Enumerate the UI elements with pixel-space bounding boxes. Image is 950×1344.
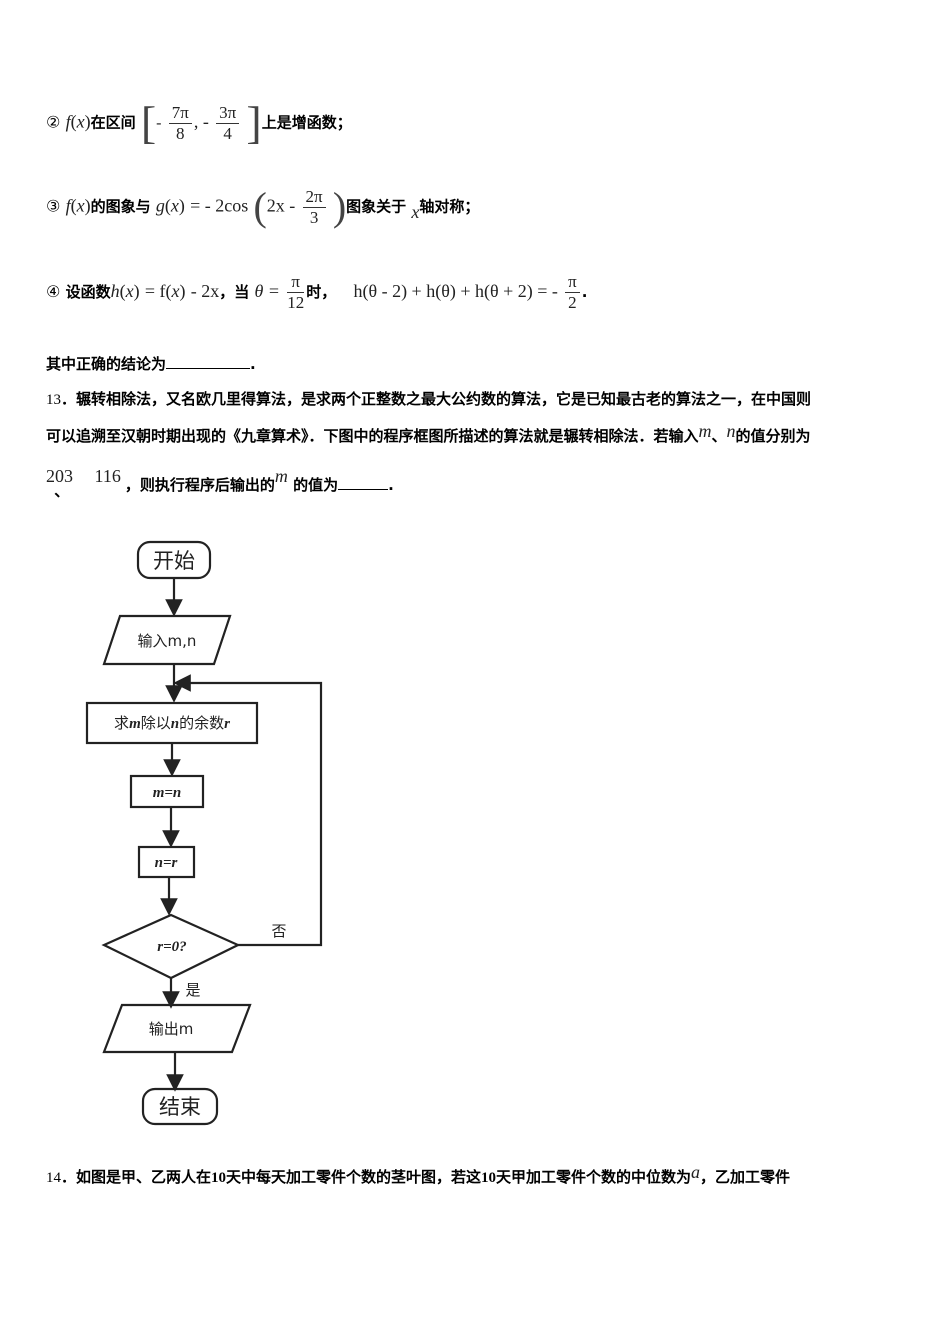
variable: x xyxy=(76,111,85,132)
expression: θ = xyxy=(254,281,280,301)
text: 其中正确的结论为 xyxy=(46,355,167,373)
statement-marker: ② xyxy=(46,112,61,132)
text: . xyxy=(250,355,256,373)
text: 可以追溯至汉朝时期出现的《九章算术》．下图中的程序框图所描述的算法就是辗转相除法… xyxy=(46,427,699,445)
conclusion-line: 其中正确的结论为. xyxy=(46,353,256,374)
text: . xyxy=(388,476,394,494)
function-name: g xyxy=(155,195,165,216)
text: 天中每天加工零件个数的茎叶图，若这 xyxy=(226,1168,482,1186)
text: ，当 xyxy=(219,283,250,301)
left-paren: ( xyxy=(253,184,267,229)
number: 10 xyxy=(481,1170,497,1186)
input-parallelogram xyxy=(102,614,232,666)
text: 轴对称； xyxy=(419,197,480,216)
question-number: 13 xyxy=(46,392,61,408)
value-116: 116 xyxy=(94,466,121,486)
expression: - 2x xyxy=(190,281,220,301)
text: 的值为 xyxy=(293,476,339,494)
right-paren: ) xyxy=(332,184,347,229)
start-label: 开始 xyxy=(153,549,195,573)
end-terminal xyxy=(141,1087,219,1126)
statement-marker: ④ xyxy=(46,282,61,301)
answer-blank xyxy=(166,366,251,369)
text: ，则执行程序后输出的 xyxy=(124,476,275,494)
compute-label: 求m除以n的余数r xyxy=(114,714,230,732)
end-label: 结束 xyxy=(159,1095,201,1119)
text: 、 xyxy=(711,427,727,445)
left-bracket: [ xyxy=(140,97,157,148)
q13-line2: 可以追溯至汉朝时期出现的《九章算术》．下图中的程序框图所描述的算法就是辗转相除法… xyxy=(46,421,811,446)
value-203: 203 xyxy=(46,466,73,486)
axis-variable: x xyxy=(411,201,420,222)
expression: = f xyxy=(144,281,166,301)
expression: h(θ - 2) + h(θ) + h(θ + 2) = - xyxy=(353,281,558,301)
text: . xyxy=(581,283,588,301)
assign-m-label: m=n xyxy=(153,785,182,801)
text: 设函数 xyxy=(65,283,111,301)
right-bracket: ] xyxy=(246,97,262,148)
expression: 2x - xyxy=(266,195,296,216)
variable-a: a xyxy=(691,1162,701,1182)
assign-n-label: n=r xyxy=(155,855,178,871)
q13-line1: 13．辗转相除法，又名欧几里得算法，是求两个正整数之最大公约数的算法，它是已知最… xyxy=(46,388,811,409)
variable-m: m xyxy=(274,466,288,486)
text: 天甲加工零件个数的中位数为 xyxy=(496,1168,692,1186)
input-label: 输入m,n xyxy=(138,632,197,650)
text: 、 xyxy=(54,482,70,500)
answer-blank xyxy=(338,487,389,490)
q13-line3: 203 、 116，则执行程序后输出的m 的值为. xyxy=(46,466,394,500)
function-name: h xyxy=(110,281,120,301)
number: 10 xyxy=(211,1170,227,1186)
yes-label: 是 xyxy=(185,981,200,999)
text: 图象关于 xyxy=(346,197,407,216)
text: 的值分别为 xyxy=(735,427,811,445)
text: 上是增函数； xyxy=(261,113,352,132)
function-name: f xyxy=(65,195,71,216)
variable-n: n xyxy=(726,421,736,441)
output-parallelogram xyxy=(102,1003,252,1054)
text: 在区间 xyxy=(90,113,136,132)
variable-m: m xyxy=(698,421,712,441)
q14-line1: 14．如图是甲、乙两人在10天中每天加工零件个数的茎叶图，若这10天甲加工零件个… xyxy=(46,1162,791,1187)
expression: = - 2cos xyxy=(190,195,249,216)
text: ，乙加工零件 xyxy=(700,1168,791,1186)
assign-n-box xyxy=(137,845,196,879)
variable: x xyxy=(76,195,85,216)
text: ．如图是甲、乙两人在 xyxy=(61,1168,212,1186)
no-label: 否 xyxy=(271,922,286,940)
text: ．辗转相除法，又名欧几里得算法，是求两个正整数之最大公约数的算法，它是已知最古老… xyxy=(61,390,812,408)
output-label: 输出m xyxy=(149,1020,194,1038)
assign-m-box xyxy=(129,774,205,809)
question-number: 14 xyxy=(46,1170,61,1186)
text: 的图象与 xyxy=(90,197,151,216)
loop-back-line xyxy=(173,674,323,947)
statement-marker: ③ xyxy=(46,196,61,216)
function-name: f xyxy=(65,111,71,132)
text: 时， xyxy=(306,283,337,301)
decision-label: r=0? xyxy=(157,939,186,955)
